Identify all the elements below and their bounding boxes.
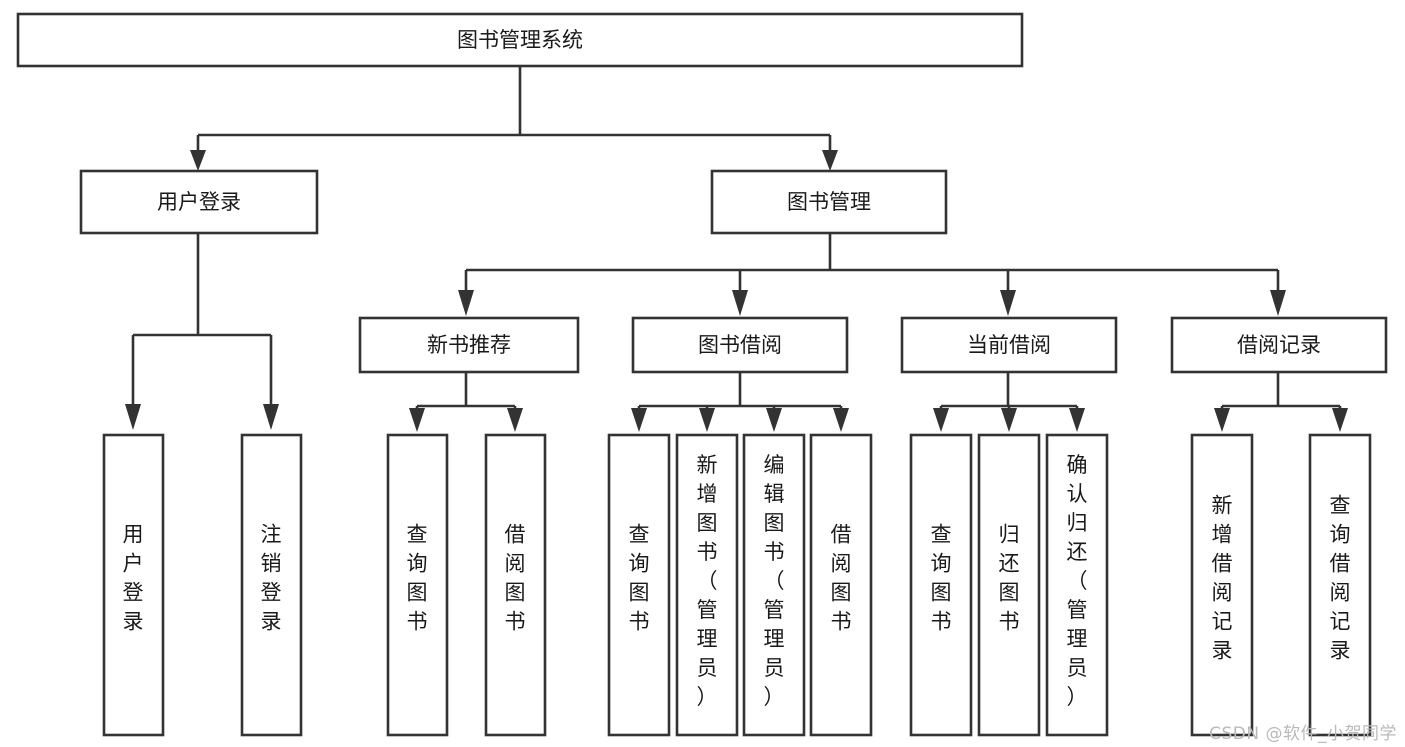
node-leaf-logout[interactable]: 注销登录 xyxy=(240,433,303,737)
node-leaf-user-login-box[interactable] xyxy=(102,433,165,737)
node-leaf-user-login[interactable]: 用户登录 xyxy=(102,433,165,737)
arrowhead-leaf-query-book-2 xyxy=(631,408,647,432)
node-leaf-borrow-book-2-label: 借阅图书 xyxy=(831,523,852,634)
node-book-management-box[interactable] xyxy=(710,169,948,235)
node-root-box[interactable] xyxy=(16,12,1024,68)
arrowhead-leaf-add-book xyxy=(699,408,715,432)
node-leaf-add-record[interactable]: 新增借阅记录 xyxy=(1190,433,1254,737)
node-current-borrow-box[interactable] xyxy=(900,316,1118,374)
node-leaf-query-book-1-label: 查询图书 xyxy=(407,523,428,634)
connector-group-root xyxy=(190,66,838,171)
node-leaf-edit-book[interactable]: 编辑图书（管理员） xyxy=(742,433,806,737)
node-borrow-record-box[interactable] xyxy=(1170,316,1388,374)
node-current-borrow-label: 当前借阅 xyxy=(967,333,1051,357)
node-leaf-borrow-book-1-label: 借阅图书 xyxy=(505,523,526,634)
node-leaf-return-book[interactable]: 归还图书 xyxy=(977,433,1041,737)
node-leaf-query-book-3-box[interactable] xyxy=(909,433,973,737)
arrowhead-leaf-return-book xyxy=(1001,408,1017,432)
node-leaf-add-book-label: 新增图书（管理员） xyxy=(697,453,718,709)
node-borrow-record-label: 借阅记录 xyxy=(1237,333,1321,357)
node-leaf-add-record-box[interactable] xyxy=(1190,433,1254,737)
node-leaf-logout-box[interactable] xyxy=(240,433,303,737)
connector-group-bookborrow xyxy=(631,372,849,432)
arrowhead-current-borrow xyxy=(1000,290,1016,316)
node-leaf-add-book-box[interactable] xyxy=(675,433,739,737)
connector-group-bookmgmt xyxy=(458,234,1286,316)
arrowhead-bookmgmt xyxy=(822,150,838,171)
arrowhead-leaf-logout xyxy=(263,404,279,430)
node-leaf-borrow-book-1[interactable]: 借阅图书 xyxy=(484,433,547,737)
node-borrow-record[interactable]: 借阅记录 xyxy=(1170,316,1388,374)
node-leaf-query-record-label: 查询借阅记录 xyxy=(1330,494,1351,663)
connector-group-newbook xyxy=(409,372,523,432)
node-leaf-edit-book-label: 编辑图书（管理员） xyxy=(764,453,785,709)
connector-group-borrowrecord xyxy=(1214,372,1348,432)
node-root-label: 图书管理系统 xyxy=(457,28,583,52)
node-leaf-return-book-box[interactable] xyxy=(977,433,1041,737)
arrowhead-userlogin xyxy=(190,150,206,171)
node-user-login[interactable]: 用户登录 xyxy=(79,169,319,235)
node-leaf-edit-book-box[interactable] xyxy=(742,433,806,737)
node-new-book-recommend[interactable]: 新书推荐 xyxy=(358,316,580,374)
node-leaf-return-book-label: 归还图书 xyxy=(999,523,1020,634)
node-book-management[interactable]: 图书管理 xyxy=(710,169,948,235)
node-leaf-borrow-book-2-box[interactable] xyxy=(809,433,873,737)
arrowhead-book-borrow xyxy=(732,290,748,316)
node-book-borrow-label: 图书借阅 xyxy=(698,333,782,357)
node-leaf-query-book-1[interactable]: 查询图书 xyxy=(386,433,449,737)
arrowhead-leaf-borrow-book-1 xyxy=(507,408,523,432)
arrowhead-leaf-confirm-return xyxy=(1069,408,1085,432)
arrowhead-leaf-user-login xyxy=(125,404,141,430)
arrowhead-leaf-query-book-1 xyxy=(409,408,425,432)
node-user-login-box[interactable] xyxy=(79,169,319,235)
arrowhead-leaf-add-record xyxy=(1214,408,1230,432)
arrowhead-new-book-recommend xyxy=(458,290,474,316)
node-leaf-query-book-1-box[interactable] xyxy=(386,433,449,737)
arrowhead-leaf-edit-book xyxy=(766,408,782,432)
node-root[interactable]: 图书管理系统 xyxy=(16,12,1024,68)
node-leaf-borrow-book-1-box[interactable] xyxy=(484,433,547,737)
node-leaf-borrow-book-2[interactable]: 借阅图书 xyxy=(809,433,873,737)
node-leaf-user-login-label: 用户登录 xyxy=(123,523,144,634)
connector-group-userlogin xyxy=(125,234,279,430)
node-leaf-logout-label: 注销登录 xyxy=(261,523,282,634)
node-user-login-label: 用户登录 xyxy=(157,190,241,214)
node-new-book-recommend-box[interactable] xyxy=(358,316,580,374)
node-leaf-query-record-box[interactable] xyxy=(1308,433,1372,737)
connector-group-currentborrow xyxy=(933,372,1085,432)
node-new-book-recommend-label: 新书推荐 xyxy=(427,333,511,357)
node-leaf-add-record-label: 新增借阅记录 xyxy=(1212,494,1233,663)
node-leaf-query-book-3[interactable]: 查询图书 xyxy=(909,433,973,737)
node-book-borrow-box[interactable] xyxy=(631,316,849,374)
arrowhead-borrow-record xyxy=(1270,290,1286,316)
node-leaf-query-book-3-label: 查询图书 xyxy=(931,523,952,634)
arrowhead-leaf-query-book-3 xyxy=(933,408,949,432)
node-book-borrow[interactable]: 图书借阅 xyxy=(631,316,849,374)
arrowhead-leaf-query-record xyxy=(1332,408,1348,432)
node-leaf-confirm-return[interactable]: 确认归还（管理员） xyxy=(1045,433,1109,737)
node-leaf-confirm-return-label: 确认归还（管理员） xyxy=(1067,453,1088,709)
node-leaf-query-book-2-label: 查询图书 xyxy=(629,523,650,634)
node-leaf-query-book-2-box[interactable] xyxy=(607,433,671,737)
arrowhead-leaf-borrow-book-2 xyxy=(833,408,849,432)
node-leaf-query-book-2[interactable]: 查询图书 xyxy=(607,433,671,737)
node-current-borrow[interactable]: 当前借阅 xyxy=(900,316,1118,374)
node-leaf-confirm-return-box[interactable] xyxy=(1045,433,1109,737)
node-book-management-label: 图书管理 xyxy=(787,190,871,214)
node-leaf-query-record[interactable]: 查询借阅记录 xyxy=(1308,433,1372,737)
node-leaf-add-book[interactable]: 新增图书（管理员） xyxy=(675,433,739,737)
